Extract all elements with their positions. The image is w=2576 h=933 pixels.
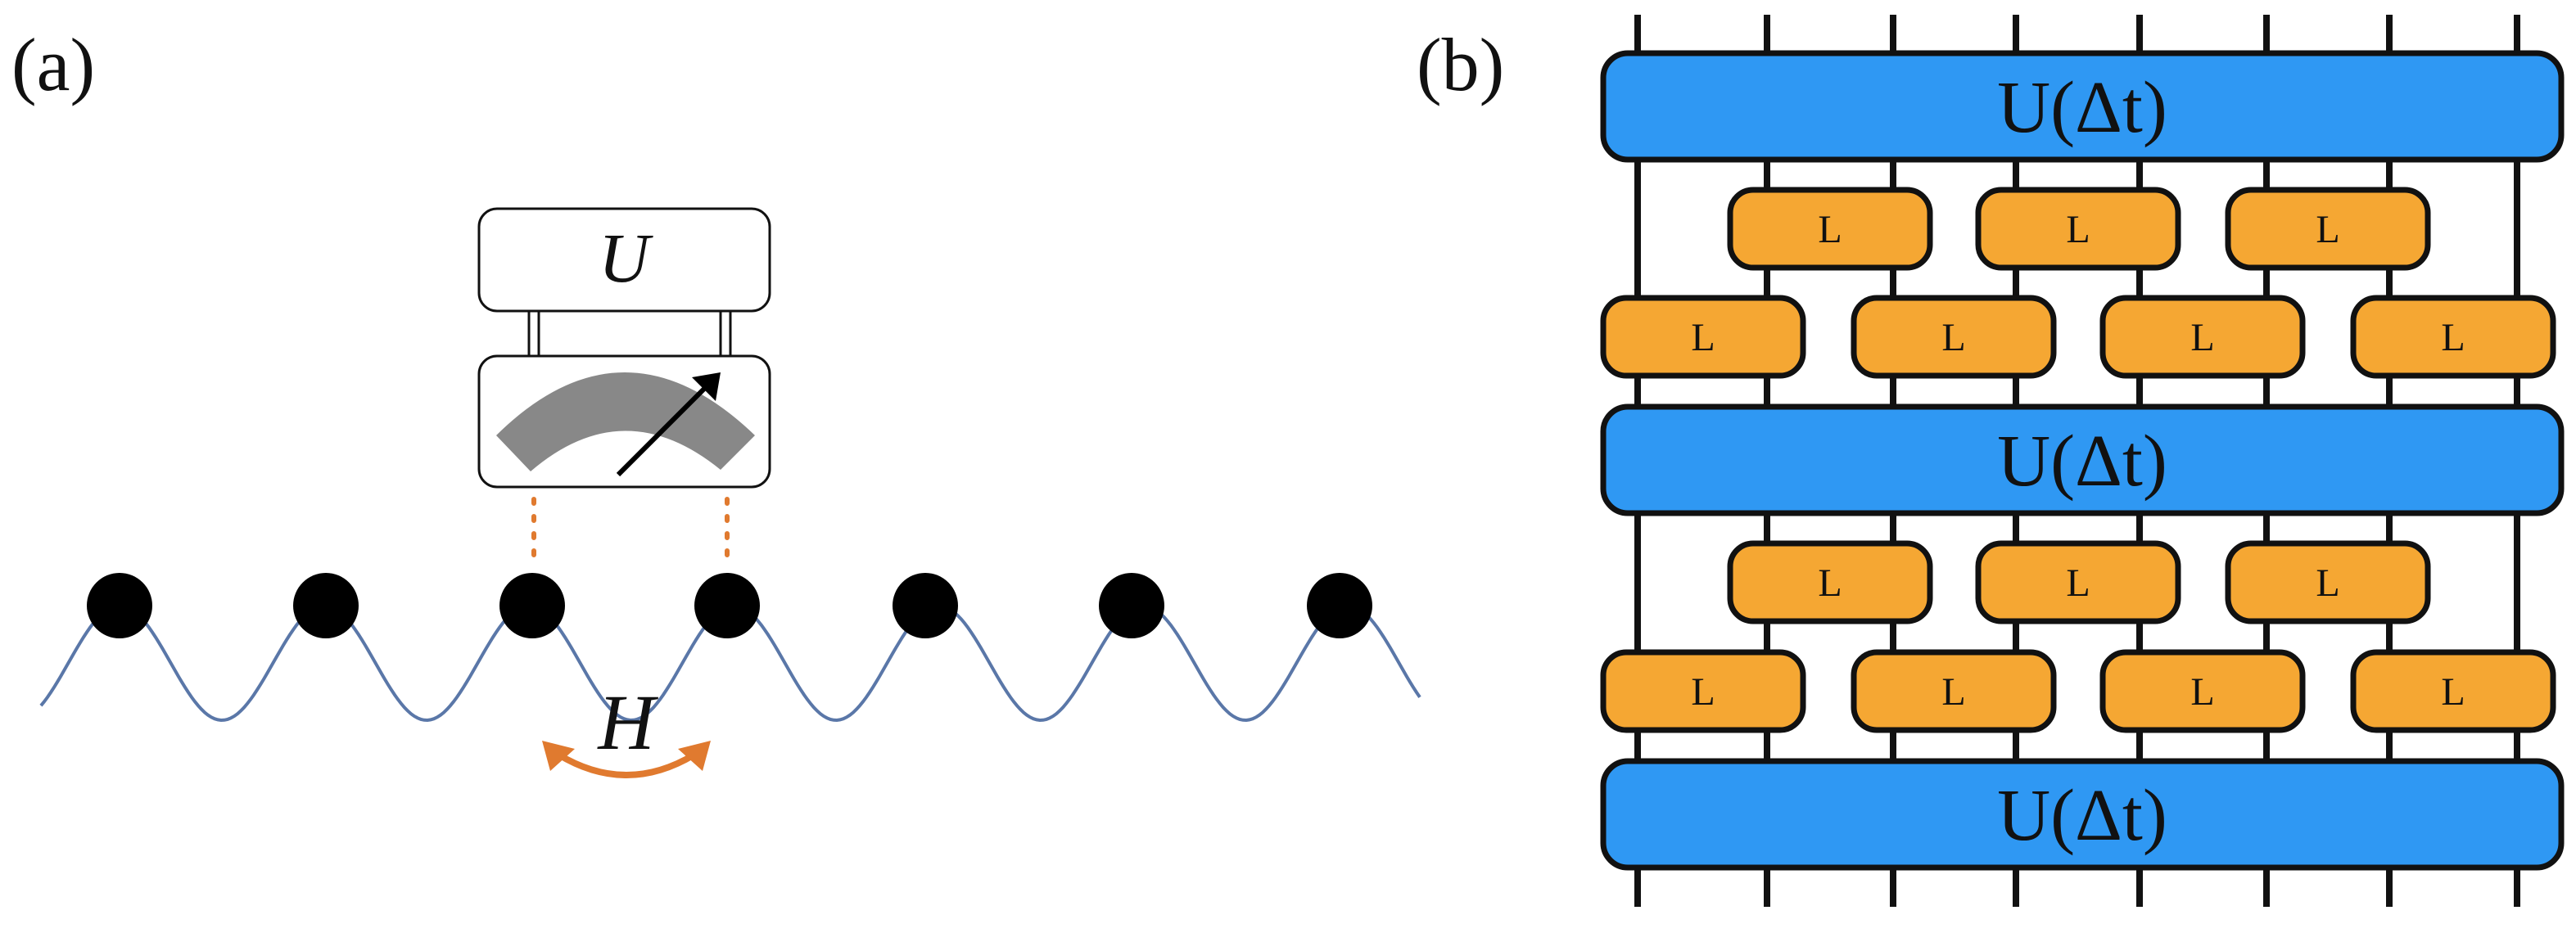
local-gate: L bbox=[1975, 540, 2181, 624]
local-gate-label: L bbox=[1691, 316, 1715, 359]
unitary-evolution-label: U(Δt) bbox=[1997, 421, 2167, 502]
unitary-evolution-label: U(Δt) bbox=[1997, 775, 2167, 856]
unitary-evolution-label: U(Δt) bbox=[1997, 67, 2167, 148]
meter-icon bbox=[496, 372, 755, 471]
atom bbox=[694, 573, 760, 638]
atom bbox=[499, 573, 565, 638]
unitary-evolution-block: U(Δt) bbox=[1600, 403, 2565, 516]
local-gate-label: L bbox=[2190, 316, 2214, 359]
local-gate-label: L bbox=[1818, 208, 1842, 251]
local-gate-label: L bbox=[1818, 561, 1842, 605]
local-gate: L bbox=[1851, 295, 2057, 379]
atom-chain bbox=[87, 573, 1372, 638]
meter-needle bbox=[616, 380, 713, 477]
meter-needle-arrowhead bbox=[692, 372, 721, 401]
local-gate: L bbox=[1727, 187, 1933, 271]
unitary-label: U bbox=[599, 219, 653, 297]
local-gate: L bbox=[2099, 295, 2306, 379]
unitary-box bbox=[477, 207, 771, 313]
local-gate: L bbox=[2225, 187, 2431, 271]
local-gate-label: L bbox=[1941, 316, 1965, 359]
local-gate-label: L bbox=[1691, 670, 1715, 714]
coupling-arrowhead-left bbox=[542, 741, 575, 771]
local-gate-label: L bbox=[1941, 670, 1965, 714]
local-gate: L bbox=[1727, 540, 1933, 624]
unitary-evolution-block: U(Δt) bbox=[1600, 758, 2565, 871]
local-gate-label: L bbox=[2190, 670, 2214, 714]
local-gate: L bbox=[2350, 295, 2556, 379]
coupling-arrow bbox=[556, 751, 697, 778]
local-gate-label: L bbox=[2441, 670, 2465, 714]
local-gate-label: L bbox=[2316, 561, 2339, 605]
classical-connector-right bbox=[719, 311, 732, 356]
atom bbox=[293, 573, 359, 638]
unitary-evolution-block: U(Δt) bbox=[1600, 50, 2565, 163]
local-gate-label: L bbox=[2316, 208, 2339, 251]
local-gate: L bbox=[2225, 540, 2431, 624]
local-gate-label: L bbox=[2441, 316, 2465, 359]
local-gate: L bbox=[1600, 649, 1806, 733]
atom bbox=[893, 573, 958, 638]
circuit-blocks: U(Δt) L L L L L L L U(Δt) L L L L L L L U(Δt) bbox=[1600, 50, 2565, 871]
panel-b-label: (b) bbox=[1417, 23, 1504, 106]
atom bbox=[87, 573, 152, 638]
coupling-arrowhead-right bbox=[678, 741, 711, 771]
atom bbox=[1307, 573, 1372, 638]
local-gate: L bbox=[2099, 649, 2306, 733]
local-gate: L bbox=[1600, 295, 1806, 379]
local-gate: L bbox=[2350, 649, 2556, 733]
panel-a-label: (a) bbox=[11, 23, 95, 106]
local-gate-label: L bbox=[2066, 561, 2090, 605]
local-gate: L bbox=[1851, 649, 2057, 733]
local-gate: L bbox=[1975, 187, 2181, 271]
panel-a: (a) U H bbox=[11, 23, 1421, 778]
panel-b: (b) U(Δt) L L L L L L L U(Δt) L L L L L L L U(Δt) bbox=[1417, 15, 2565, 907]
local-gate-label: L bbox=[2066, 208, 2090, 251]
hamiltonian-label: H bbox=[596, 678, 658, 766]
classical-connector-left bbox=[527, 311, 540, 356]
atom bbox=[1099, 573, 1164, 638]
